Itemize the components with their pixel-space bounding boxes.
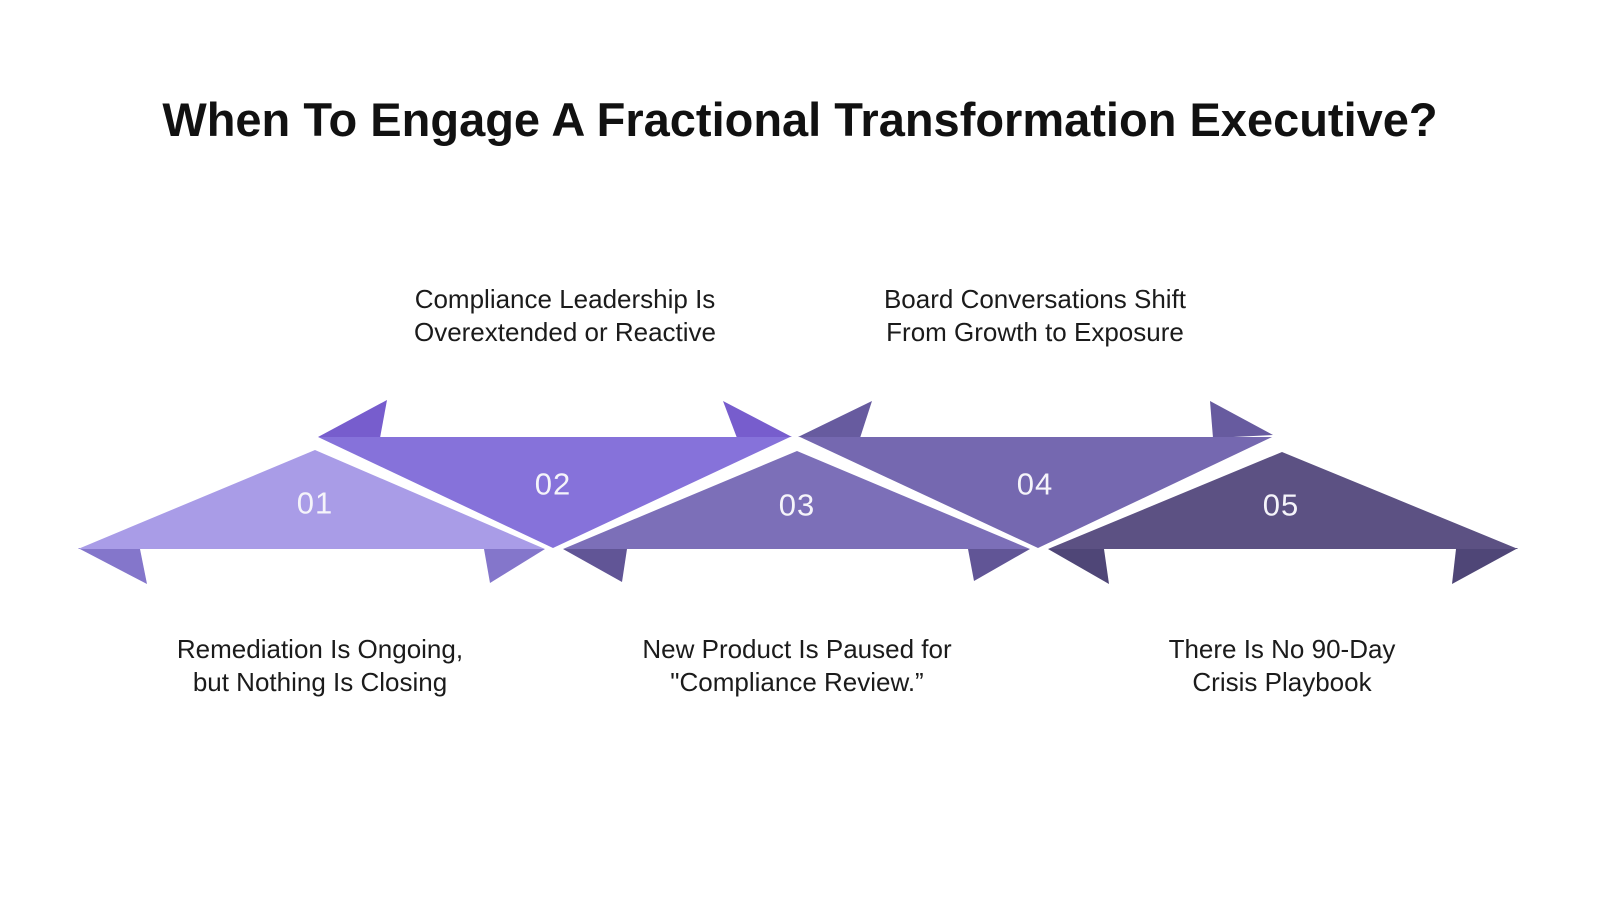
label-step-02-line2: Overextended or Reactive [413,317,717,347]
segment-04-shape [800,437,1272,548]
label-step-04-line1: Board Conversations Shift [883,284,1187,314]
label-step-05-line2: Crisis Playbook [1192,667,1372,697]
label-step-01-line1: Remediation Is Ongoing, [176,634,464,664]
segment-04-head-flare [1210,401,1273,438]
segment-04-number: 04 [1017,467,1053,502]
label-step-03-line2: "Compliance Review.” [670,667,924,697]
segment-03-number: 03 [779,488,815,523]
label-step-02: Compliance Leadership Is Overextended or… [305,283,825,349]
label-step-01: Remediation Is Ongoing, but Nothing Is C… [60,633,580,699]
label-step-04: Board Conversations Shift From Growth to… [775,283,1295,349]
label-step-04-line2: From Growth to Exposure [886,317,1184,347]
segment-05-head-fold [1452,548,1518,584]
label-step-05: There Is No 90-Day Crisis Playbook [1022,633,1542,699]
page-title: When To Engage A Fractional Transformati… [162,93,1438,146]
segment-02-tail-flare [723,401,792,438]
label-step-01-line2: but Nothing Is Closing [192,667,448,697]
segment-05-number: 05 [1263,488,1299,523]
segment-01-tail-fold [484,549,545,583]
segment-01-shape [78,450,545,549]
segment-03-shape [563,451,1030,549]
segment-02-head-flare [318,400,387,438]
segment-03-right-fold [968,549,1030,581]
segment-02-shape [318,437,790,548]
segment-04-tail-flare [798,401,872,438]
segment-01-head-fold [78,548,147,584]
label-step-05-line1: There Is No 90-Day [1168,634,1396,664]
label-step-02-line1: Compliance Leadership Is [414,284,716,314]
segment-01-number: 01 [297,486,333,521]
label-step-03-line1: New Product Is Paused for [642,634,952,664]
segment-05-tail-fold [1048,549,1109,584]
segment-02-number: 02 [535,467,571,502]
label-step-03: New Product Is Paused for "Compliance Re… [537,633,1057,699]
segment-05-shape [1048,452,1518,549]
segment-03-left-fold [563,549,627,582]
